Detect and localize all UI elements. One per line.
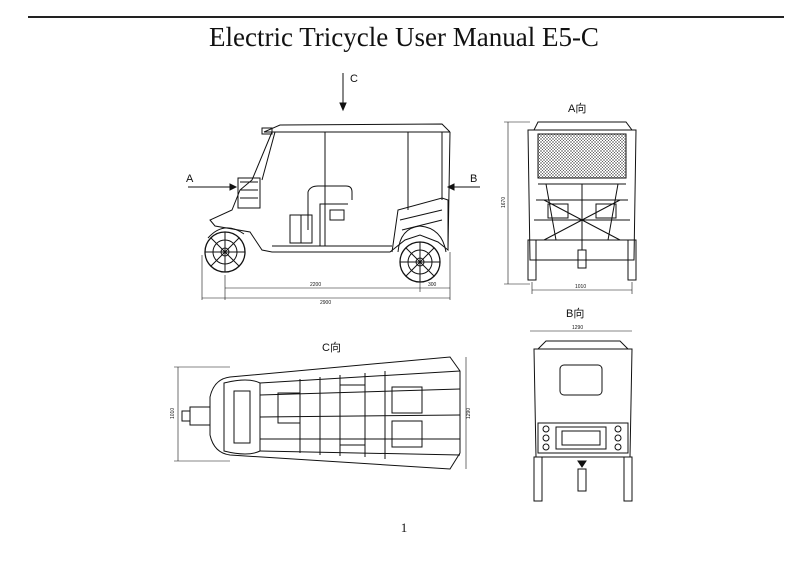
side-view-drawing: C A B 2200 300 2900 xyxy=(186,73,480,306)
arrow-a-label: A xyxy=(186,173,194,185)
arrow-c-label: C xyxy=(350,73,358,85)
front-view-drawing: A向 1670 1010 xyxy=(501,101,637,294)
arrow-b-label: B xyxy=(470,173,477,185)
rear-view-drawing: B向 1290 xyxy=(530,306,633,502)
top-view-label: C向 xyxy=(322,340,341,354)
dim-wheelbase: 2200 xyxy=(310,282,321,288)
top-dim-rear: 1290 xyxy=(466,408,472,419)
page-title: Electric Tricycle User Manual E5-C xyxy=(209,22,599,52)
rear-dim-width: 1290 xyxy=(572,325,583,331)
rear-view-label: B向 xyxy=(566,306,584,320)
front-view-label: A向 xyxy=(568,101,586,115)
page-number: 1 xyxy=(400,520,408,535)
dim-rear-overhang: 300 xyxy=(428,282,437,288)
dim-total-length: 2900 xyxy=(320,300,331,306)
header-rule xyxy=(28,16,784,18)
front-dim-width: 1010 xyxy=(575,284,586,290)
front-dim-height: 1670 xyxy=(501,197,507,208)
top-view-drawing: C向 1010 1290 xyxy=(170,340,472,470)
top-dim-front: 1010 xyxy=(170,408,176,419)
